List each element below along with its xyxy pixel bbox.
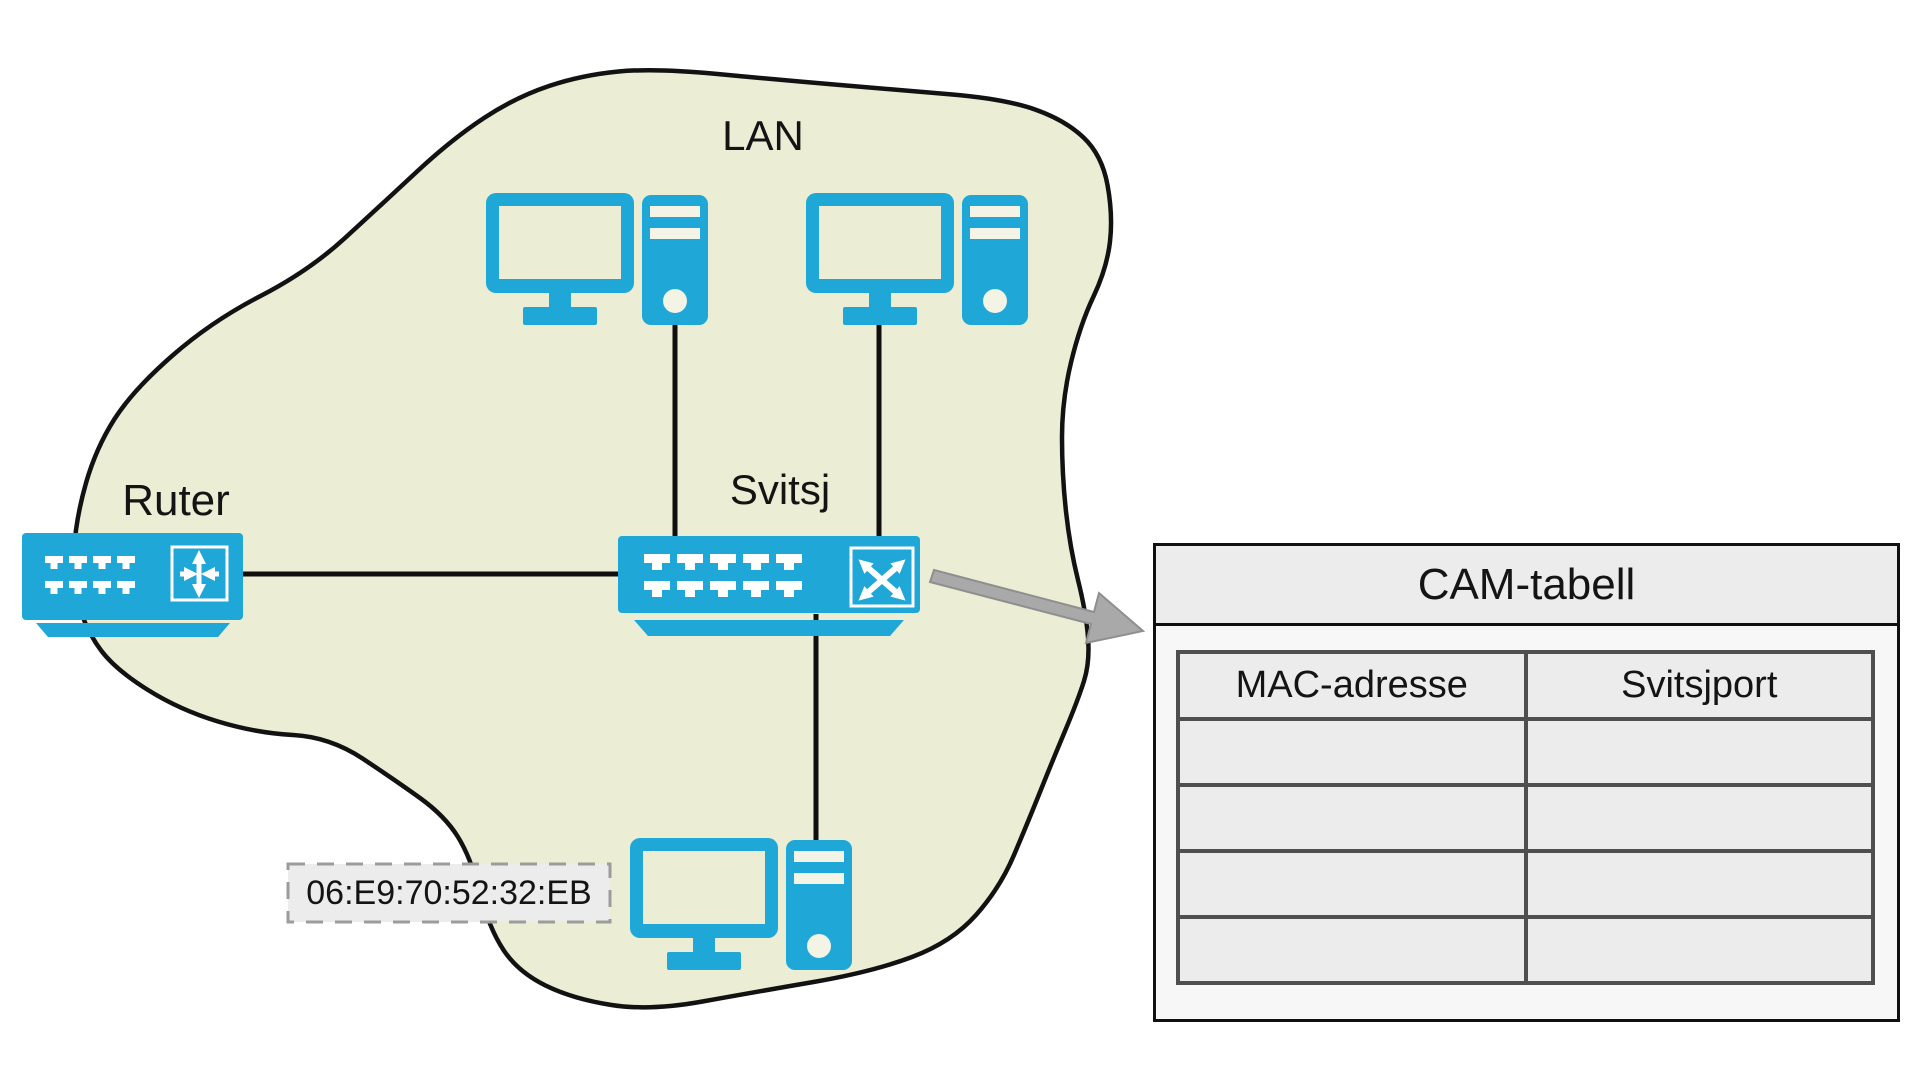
cam-table-title: CAM-tabell (1156, 546, 1897, 626)
cam-table-cell (1180, 787, 1524, 849)
cam-table-cell (1527, 721, 1871, 783)
mac-address-text: 06:E9:70:52:32:EB (306, 874, 592, 912)
cam-table-cell (1180, 919, 1524, 981)
mac-address-box (286, 862, 612, 924)
router-base (36, 623, 230, 637)
cam-table-cell (1180, 721, 1524, 783)
lan-label: LAN (722, 112, 804, 159)
switch-device (618, 536, 920, 636)
cam-table: CAM-tabell MAC-adresse Svitsjport (1153, 543, 1900, 1022)
router-four-arrows-icon (170, 545, 229, 602)
cam-col-header-port: Svitsjport (1527, 654, 1871, 717)
cam-table-cell (1180, 853, 1524, 915)
cam-table-cell (1527, 787, 1871, 849)
thick-gray-arrow-icon (928, 568, 1146, 645)
router-body (22, 533, 243, 620)
cam-table-cell (1527, 853, 1871, 915)
switch-base (634, 620, 904, 636)
router-device (22, 533, 243, 637)
lan-network-blob (71, 67, 1114, 1010)
switch-crossed-arrows-icon (849, 546, 915, 608)
cam-col-header-mac: MAC-adresse (1180, 654, 1524, 717)
router-label: Ruter (122, 476, 230, 525)
switch-label: Svitsj (729, 466, 831, 513)
cam-table-grid: MAC-adresse Svitsjport (1176, 650, 1875, 985)
cam-table-cell (1527, 919, 1871, 981)
